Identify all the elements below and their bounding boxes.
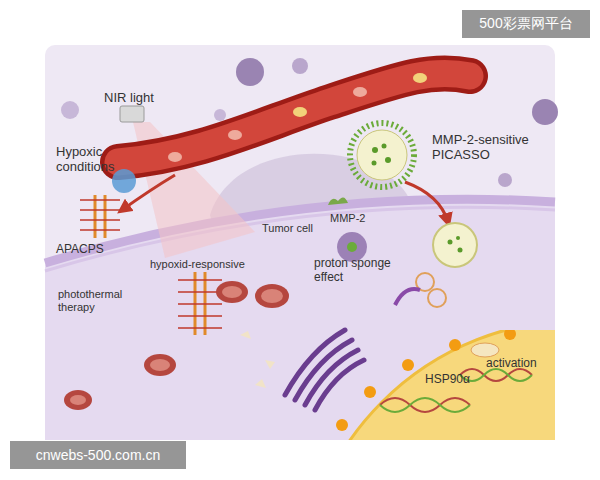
red-arrow [405, 182, 448, 222]
nucleus: HSP90α activation [310, 330, 555, 440]
debris [240, 331, 275, 388]
apacps-ladder [80, 195, 120, 238]
annotation-label: hypoxid-responsive [150, 258, 270, 271]
debris-piece [265, 360, 275, 369]
mitochondrion-inner [70, 395, 86, 405]
watermark-box: cnwebs-500.com.cn [10, 441, 186, 469]
drug-dot [448, 240, 453, 245]
nucleus-body [310, 330, 555, 440]
mitochondrion [64, 390, 92, 410]
blood-cell [228, 130, 242, 140]
drug-dot [385, 157, 391, 163]
mmp2-enzyme [328, 197, 348, 205]
red-arrow [122, 175, 175, 210]
annotation-label: Hypoxic conditions [56, 144, 131, 174]
dna-strand [460, 369, 532, 381]
vesicle-ring [428, 289, 446, 307]
ladder-rungs [80, 200, 120, 230]
vessel-lumen [118, 73, 470, 162]
particle-corona [350, 123, 414, 187]
ladder-rail [104, 195, 107, 238]
blob [214, 109, 226, 121]
drug-dot [372, 147, 378, 153]
golgi-stack [305, 350, 358, 405]
annotation-label: MMP-2 [330, 212, 390, 225]
mitochondrion [255, 284, 289, 308]
annotation-label: MMP-2-sensitive PICASSO [432, 132, 552, 162]
endosome-core [347, 242, 357, 252]
annotation-label: proton sponge effect [314, 256, 392, 284]
blood-cell [168, 152, 182, 162]
picasso-particle [350, 123, 414, 187]
dna-strand [380, 398, 470, 412]
oxygen-bubble [112, 169, 136, 193]
particle-core [433, 223, 477, 267]
drug-dot [456, 236, 460, 240]
watermark-text: cnwebs-500.com.cn [36, 447, 161, 463]
mitochondrion [216, 281, 248, 303]
drug-dot [458, 248, 463, 253]
blob [498, 173, 512, 187]
ladder-rail [94, 195, 97, 238]
nir-lamp [120, 106, 144, 122]
annotation-label: NIR light [104, 90, 194, 105]
picasso-particle-inside [433, 223, 477, 267]
debris-piece [240, 331, 251, 339]
blood-cell [353, 87, 367, 97]
nucleus-label: activation [486, 356, 537, 370]
drug-dot [372, 161, 377, 166]
nuclear-pore [504, 330, 516, 340]
debris-piece [255, 379, 266, 388]
annotation-label: photothermal therapy [58, 288, 148, 314]
blob [532, 99, 558, 125]
blob [61, 101, 79, 119]
watermark-box: 500彩票网平台 [462, 10, 590, 38]
dna-strand [460, 369, 532, 381]
membrane-fragment [395, 289, 420, 305]
cell-membrane-inner [45, 207, 555, 271]
golgi-stack [315, 360, 364, 410]
particle-core [357, 130, 407, 180]
hypoxia-ladder [178, 272, 222, 335]
mitochondrion-inner [261, 289, 283, 303]
watermark-text: 500彩票网平台 [479, 15, 572, 33]
drug-dot [382, 144, 387, 149]
nuclear-pore [364, 386, 376, 398]
vessel-wall [118, 73, 470, 162]
blob [236, 58, 264, 86]
protein-blob [471, 343, 499, 357]
blob [292, 58, 308, 74]
mitochondrion [144, 354, 176, 376]
nuclear-pore [449, 339, 461, 351]
blood-cell [413, 73, 427, 83]
mitochondria [64, 281, 425, 410]
annotation-label: APACPS [56, 242, 126, 256]
blood-vessel [118, 73, 470, 162]
golgi [285, 330, 364, 410]
mitochondrion-inner [150, 359, 170, 371]
nuclear-pore [402, 359, 414, 371]
nuclear-pore [336, 419, 348, 431]
nucleus-label: HSP90α [425, 372, 470, 386]
blood-cell [293, 107, 307, 117]
mitochondrion-inner [222, 286, 242, 298]
ladder-rungs [178, 280, 222, 328]
dna-strand [380, 398, 470, 412]
